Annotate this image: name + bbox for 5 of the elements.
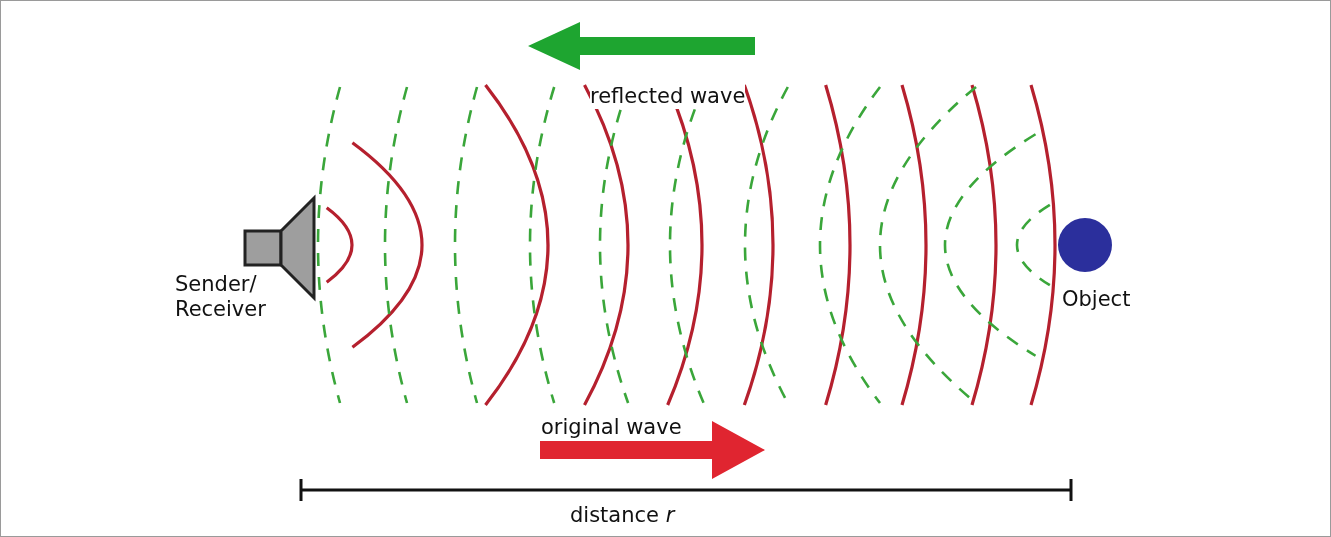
- wave-label: reflected wave: [590, 84, 746, 110]
- wave-label: original wave: [541, 415, 682, 441]
- object-label: Object: [1062, 287, 1131, 313]
- dimension-label: distance r: [570, 503, 675, 529]
- device-label: Sender/ Receiver: [175, 272, 267, 323]
